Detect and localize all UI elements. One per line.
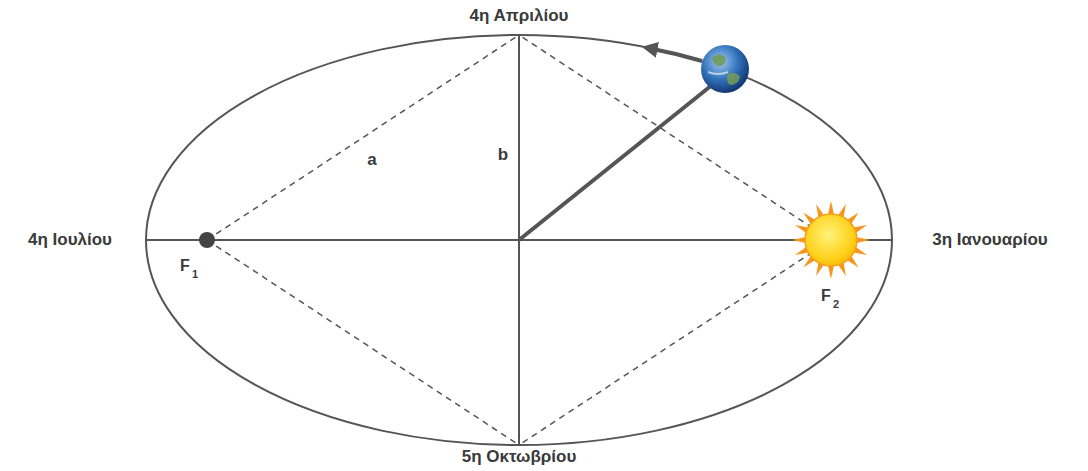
date-label: 5η Οκτωβρίου [462,447,577,467]
earth [701,45,749,93]
focus-label: F [821,287,831,305]
date-label: 4η Απριλίου [470,6,569,26]
date-label: 4η Ιουλίου [28,230,112,250]
focus-subscript: 2 [833,298,839,311]
sun-disc [805,214,857,266]
focus-subscript: 1 [192,268,198,281]
focus-dot [199,232,215,248]
radius-vector [519,85,712,240]
sun [792,201,870,279]
axis-label: a [367,150,376,170]
axis-label: b [498,145,508,165]
focal-lines [207,35,831,445]
date-label: 3η Ιανουαρίου [932,230,1047,250]
orbit-ellipse [146,35,892,445]
motion-arrow [648,48,702,61]
focus-label: F [180,257,190,275]
